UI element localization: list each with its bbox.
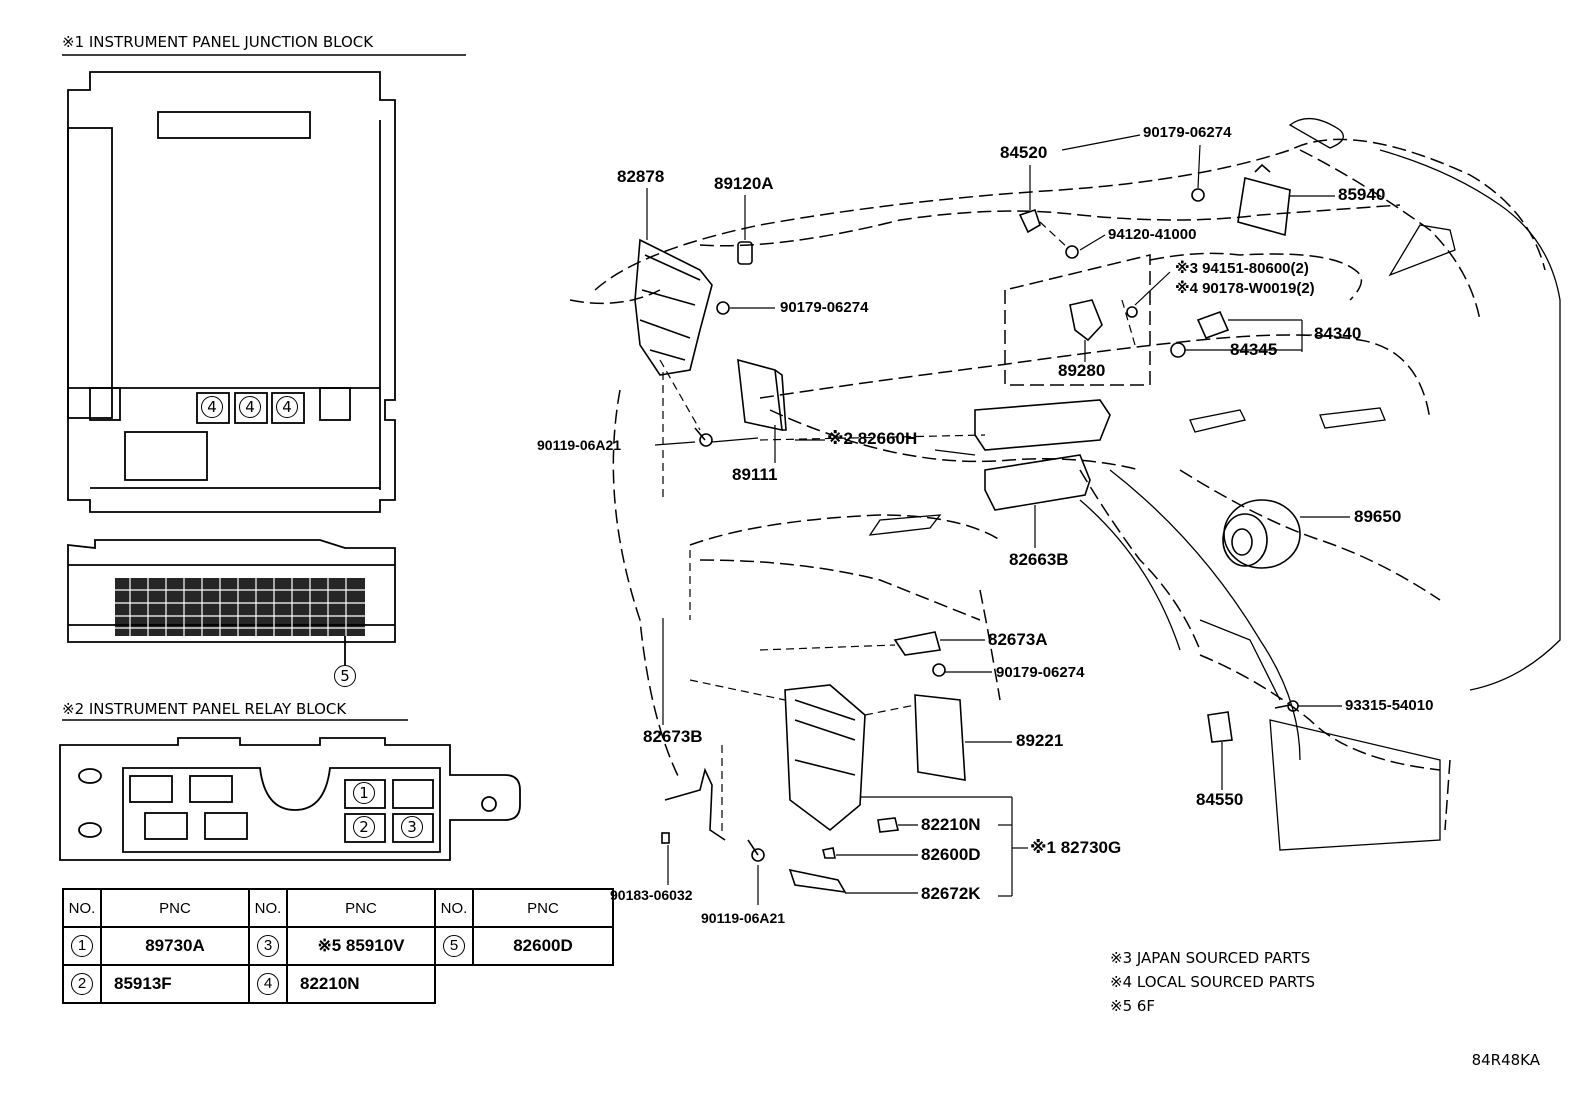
part-84345[interactable]: 84345 <box>1230 340 1278 359</box>
part-82600D[interactable]: 82600D <box>921 845 981 864</box>
table-no-circle: 3 <box>257 935 279 957</box>
table-no-circle: 2 <box>71 973 93 995</box>
callout-5[interactable]: 5 <box>334 665 356 687</box>
part-90119-06A21-b[interactable]: 90119-06A21 <box>701 910 786 926</box>
table-header-no: NO. <box>434 888 474 928</box>
callout-4b[interactable]: 4 <box>239 396 261 418</box>
part-94151-80600[interactable]: ※3 94151-80600(2) <box>1175 260 1309 277</box>
pnc-table: NO. PNC NO. PNC NO. PNC 1 89730A 3 ※5 85… <box>62 888 614 1004</box>
table-cell-pnc[interactable]: 85913F <box>100 964 250 1004</box>
callout-1[interactable]: 1 <box>353 782 375 804</box>
table-header-no: NO. <box>62 888 102 928</box>
table-no-circle: 5 <box>443 935 465 957</box>
junction-block-header: ※1 INSTRUMENT PANEL JUNCTION BLOCK <box>62 33 374 51</box>
part-90119-06A21-a[interactable]: 90119-06A21 <box>537 437 622 453</box>
part-84550[interactable]: 84550 <box>1196 790 1244 809</box>
part-82672K[interactable]: 82672K <box>921 884 981 903</box>
part-82673A[interactable]: 82673A <box>988 630 1048 649</box>
part-84340[interactable]: 84340 <box>1314 324 1362 343</box>
part-89650[interactable]: 89650 <box>1354 507 1402 526</box>
table-cell-no: 1 <box>62 926 102 966</box>
part-82663B[interactable]: 82663B <box>1009 550 1069 569</box>
table-cell-pnc[interactable]: 82210N <box>286 964 436 1004</box>
dashboard-outline <box>569 138 1546 831</box>
diagram-code: 84R48KA <box>1471 1051 1540 1069</box>
part-82878[interactable]: 82878 <box>617 167 665 186</box>
table-cell-no: 5 <box>434 926 474 966</box>
note-6f: ※5 6F <box>1110 997 1156 1015</box>
table-row: 2 85913F 4 82210N <box>62 964 613 1004</box>
part-89280[interactable]: 89280 <box>1058 361 1106 380</box>
callout-2[interactable]: 2 <box>353 816 375 838</box>
part-90178-W0019[interactable]: ※4 90178-W0019(2) <box>1175 280 1315 297</box>
part-82730G[interactable]: ※1 82730G <box>1030 838 1122 857</box>
table-cell-no: 2 <box>62 964 102 1004</box>
part-82210N[interactable]: 82210N <box>921 815 981 834</box>
table-cell-no: 3 <box>248 926 288 966</box>
part-90183-06032[interactable]: 90183-06032 <box>610 887 693 903</box>
table-header-row: NO. PNC NO. PNC NO. PNC <box>62 888 614 928</box>
callout-4c[interactable]: 4 <box>276 396 298 418</box>
relay-block-header: ※2 INSTRUMENT PANEL RELAY BLOCK <box>62 700 347 718</box>
table-cell-pnc[interactable]: 82600D <box>472 926 614 966</box>
dashboard-solid <box>868 118 1561 851</box>
note-japan-sourced: ※3 JAPAN SOURCED PARTS <box>1110 949 1311 967</box>
junction-block-side-drawing <box>67 539 396 665</box>
part-84520[interactable]: 84520 <box>1000 143 1048 162</box>
part-90179-06274-a[interactable]: 90179-06274 <box>1143 124 1232 141</box>
table-cell-empty <box>435 965 473 1003</box>
callout-4a[interactable]: 4 <box>201 396 223 418</box>
part-90179-06274-c[interactable]: 90179-06274 <box>996 664 1085 681</box>
part-82660H[interactable]: ※2 82660H <box>827 429 918 448</box>
table-no-circle: 4 <box>257 973 279 995</box>
table-cell-no: 4 <box>248 964 288 1004</box>
table-cell-empty <box>473 965 613 1003</box>
dashed-guides <box>659 221 1136 832</box>
table-header-no: NO. <box>248 888 288 928</box>
table-cell-pnc[interactable]: ※5 85910V <box>286 926 436 966</box>
callout-3[interactable]: 3 <box>401 816 423 838</box>
table-cell-pnc[interactable]: 89730A <box>100 926 250 966</box>
part-82673B[interactable]: 82673B <box>643 727 703 746</box>
junction-block-drawing <box>67 71 396 513</box>
note-local-sourced: ※4 LOCAL SOURCED PARTS <box>1110 973 1315 991</box>
table-header-pnc: PNC <box>472 888 614 928</box>
table-row: 1 89730A 3 ※5 85910V 5 82600D <box>62 926 614 966</box>
table-header-pnc: PNC <box>100 888 250 928</box>
part-89120A[interactable]: 89120A <box>714 174 774 193</box>
part-89221[interactable]: 89221 <box>1016 731 1064 750</box>
part-94120-41000[interactable]: 94120-41000 <box>1108 226 1197 243</box>
leader-lines <box>646 134 1350 905</box>
part-89111[interactable]: 89111 <box>732 465 778 484</box>
part-93315-54010[interactable]: 93315-54010 <box>1345 697 1434 714</box>
table-no-circle: 1 <box>71 935 93 957</box>
table-header-pnc: PNC <box>286 888 436 928</box>
part-90179-06274-b[interactable]: 90179-06274 <box>780 299 869 316</box>
part-85940[interactable]: 85940 <box>1338 185 1386 204</box>
relay-block-drawing <box>59 737 521 861</box>
